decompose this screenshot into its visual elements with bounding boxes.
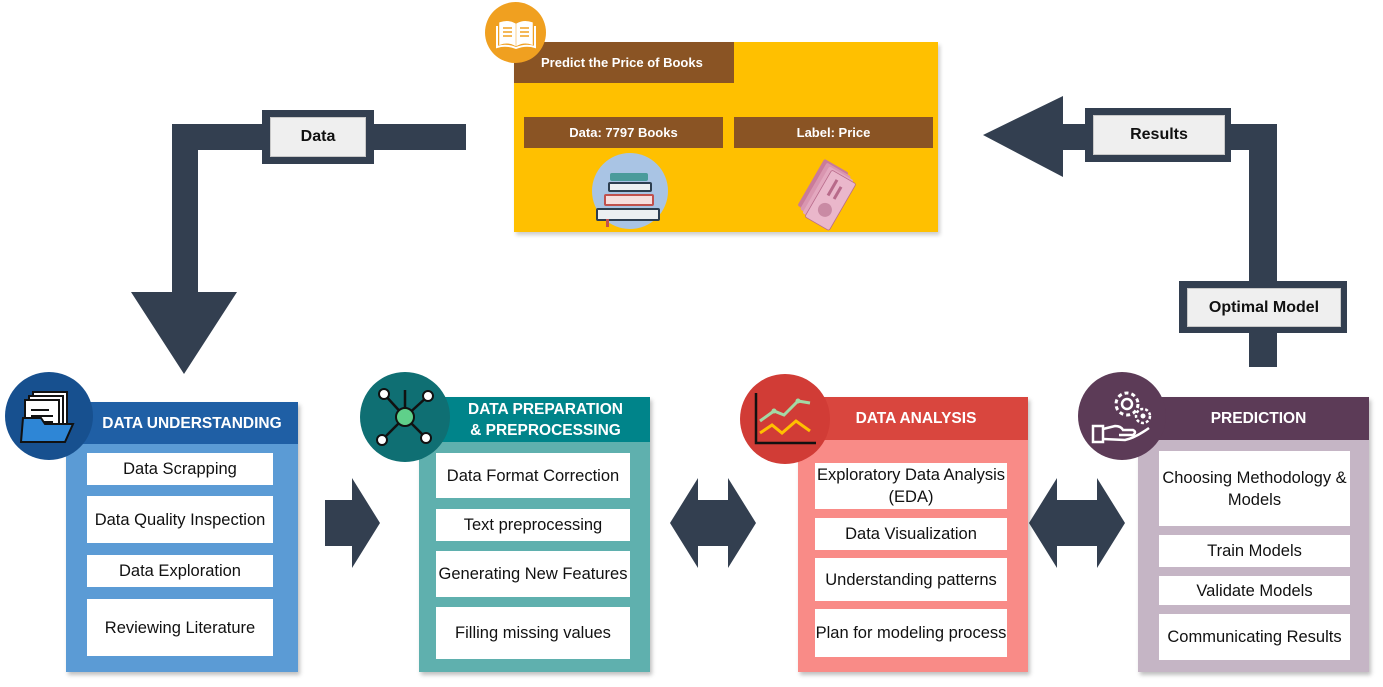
stage-4-item: Train Models bbox=[1159, 535, 1350, 567]
stage-1-item: Reviewing Literature bbox=[87, 599, 273, 656]
stage-3-item: Understanding patterns bbox=[815, 558, 1007, 601]
double-arrow-2-3 bbox=[670, 478, 756, 568]
stage-1-item: Data Quality Inspection bbox=[87, 496, 273, 543]
double-arrow-3-4 bbox=[1029, 478, 1125, 568]
stage-2-title-line1: DATA PREPARATION bbox=[468, 400, 623, 418]
data-count-label: Data: 7797 Books bbox=[524, 117, 723, 148]
stage-3-item: Plan for modeling process bbox=[815, 609, 1007, 657]
stage-2-item: Data Format Correction bbox=[436, 453, 630, 498]
results-flow-arrow bbox=[983, 96, 1277, 367]
stage-2-item: Generating New Features bbox=[436, 551, 630, 597]
line-chart-icon bbox=[740, 374, 830, 464]
stage-4-item: Validate Models bbox=[1159, 576, 1350, 605]
stage-2-item: Filling missing values bbox=[436, 607, 630, 659]
stage-4-title: PREDICTION bbox=[1138, 397, 1369, 440]
stage-2-item: Text preprocessing bbox=[436, 509, 630, 541]
folder-documents-icon bbox=[5, 372, 93, 460]
banknotes-icon bbox=[790, 152, 862, 232]
stage-3-title: DATA ANALYSIS bbox=[798, 397, 1028, 440]
optimal-model-label: Optimal Model bbox=[1187, 288, 1341, 327]
stage-4-item: Communicating Results bbox=[1159, 614, 1350, 660]
data-flow-arrow bbox=[131, 124, 466, 374]
results-label: Results bbox=[1093, 115, 1225, 155]
book-icon bbox=[485, 2, 546, 63]
stage-3-item: Data Visualization bbox=[815, 518, 1007, 550]
stage-1-item: Data Exploration bbox=[87, 555, 273, 587]
data-label: Data bbox=[270, 117, 366, 157]
stage-4-item: Choosing Methodology & Models bbox=[1159, 451, 1350, 526]
stage-3-item: Exploratory Data Analysis (EDA) bbox=[815, 463, 1007, 509]
hand-gears-icon bbox=[1078, 372, 1166, 460]
stage-2-title: DATA PREPARATION & PREPROCESSING bbox=[419, 397, 650, 442]
network-nodes-icon bbox=[360, 372, 450, 462]
label-price-label: Label: Price bbox=[734, 117, 933, 148]
stage-2-title-line2: & PREPROCESSING bbox=[470, 421, 621, 439]
stage-1-title: DATA UNDERSTANDING bbox=[66, 402, 298, 444]
stage-1-item: Data Scrapping bbox=[87, 453, 273, 485]
top-card-title: Predict the Price of Books bbox=[514, 42, 734, 83]
forward-arrow-1 bbox=[325, 478, 380, 568]
books-stack-icon bbox=[592, 153, 668, 229]
